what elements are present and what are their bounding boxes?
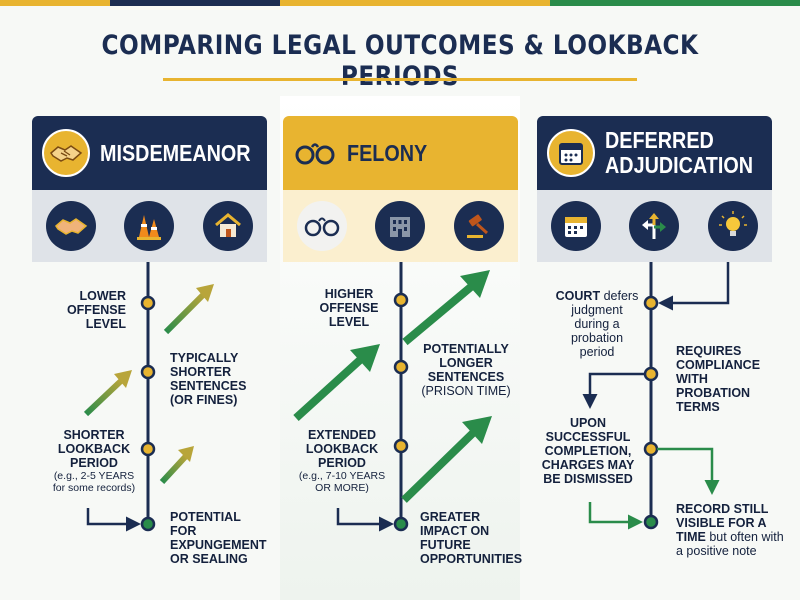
misdemeanor-step-4: POTENTIAL FOR EXPUNGEMENT OR SEALING xyxy=(170,510,267,566)
misdemeanor-step-1: LOWER OFFENSE LEVEL xyxy=(66,289,126,331)
misdemeanor-step-3-title: SHORTER LOOKBACK PERIOD xyxy=(57,428,131,470)
felony-step-2-title: POTENTIALLY LONGER SENTENCES xyxy=(423,342,509,384)
felony-step-1: HIGHER OFFENSE LEVEL xyxy=(319,287,379,329)
misdemeanor-icon-row xyxy=(32,190,267,262)
felony-up-arrow-1 xyxy=(402,270,490,346)
deferred-dot-4 xyxy=(643,514,659,530)
deferred-heading: DEFERRED ADJUDICATION xyxy=(605,128,753,178)
deferred-dot-2 xyxy=(643,366,659,382)
deferred-step-4-detail: but often with a positive note xyxy=(676,530,784,558)
deferred-step-1-detail: defers judgment during a probation perio… xyxy=(570,289,639,359)
handcuffs-badge-icon xyxy=(293,131,337,175)
misdemeanor-step-3: SHORTER LOOKBACK PERIOD (e.g., 2-5 YEARS… xyxy=(48,428,140,494)
deferred-step-4: RECORD STILL VISIBLE FOR A TIME but ofte… xyxy=(676,502,786,558)
felony-icon-row xyxy=(283,190,518,262)
misdemeanor-dot-4 xyxy=(140,516,156,532)
felony-step-3-detail: (e.g., 7-10 YEARS OR MORE) xyxy=(298,470,386,494)
felony-dot-3 xyxy=(393,438,409,454)
deferred-left-branch xyxy=(582,372,645,409)
lightbulb-icon xyxy=(707,201,758,251)
felony-dot-2 xyxy=(393,359,409,375)
deferred-icon-row xyxy=(537,190,772,262)
gavel-icon xyxy=(453,201,504,251)
calendar-badge-icon xyxy=(547,129,595,177)
felony-step-3-title: EXTENDED LOOKBACK PERIOD xyxy=(305,428,379,470)
handshake-icon xyxy=(46,201,97,251)
deferred-header: DEFERRED ADJUDICATION xyxy=(537,116,772,190)
felony-step-4: GREATER IMPACT ON FUTURE OPPORTUNITIES xyxy=(420,510,523,566)
misdemeanor-heading: MISDEMEANOR xyxy=(100,139,251,166)
house-icon xyxy=(202,201,253,251)
handcuffs-icon xyxy=(297,201,348,251)
deferred-heading-line1: DEFERRED xyxy=(605,127,714,153)
misdemeanor-connector xyxy=(86,508,141,532)
felony-dot-1 xyxy=(393,292,409,308)
misdemeanor-step-3-detail: (e.g., 2-5 YEARS for some records) xyxy=(52,470,136,494)
felony-header: FELONY xyxy=(283,116,518,190)
misdemeanor-dot-2 xyxy=(140,364,156,380)
calendar-icon xyxy=(551,201,602,251)
handshake-badge-icon xyxy=(42,129,90,177)
deferred-top-connector xyxy=(658,262,730,311)
deferred-step-2: REQUIRES COMPLIANCE WITH PROBATION TERMS xyxy=(676,344,761,414)
felony-step-2-detail: (PRISON TIME) xyxy=(421,384,511,398)
felony-connector xyxy=(336,508,394,532)
misdemeanor-step-2: TYPICALLY SHORTER SENTENCES (OR FINES) xyxy=(170,351,247,407)
deferred-step-3: UPON SUCCESSFUL COMPLETION, CHARGES MAY … xyxy=(541,416,635,486)
misdemeanor-up-arrow-2 xyxy=(83,370,132,417)
deferred-dot-1 xyxy=(643,295,659,311)
misdemeanor-header: MISDEMEANOR xyxy=(32,116,267,190)
deferred-dot-3 xyxy=(643,441,659,457)
felony-heading: FELONY xyxy=(347,139,428,166)
misdemeanor-dot-3 xyxy=(140,441,156,457)
felony-step-3: EXTENDED LOOKBACK PERIOD (e.g., 7-10 YEA… xyxy=(296,428,388,494)
misdemeanor-dot-1 xyxy=(140,295,156,311)
split-arrow-icon xyxy=(629,201,680,251)
prison-building-icon xyxy=(375,201,426,251)
deferred-step-4-title: RECORD STILL VISIBLE FOR A TIME xyxy=(676,502,769,544)
deferred-right-branch xyxy=(657,447,720,495)
page-title: COMPARING LEGAL OUTCOMES & LOOKBACK PERI… xyxy=(101,30,699,92)
title-underline xyxy=(163,78,637,81)
felony-step-2: POTENTIALLY LONGER SENTENCES (PRISON TIM… xyxy=(420,342,512,398)
deferred-step-1-court: COURT xyxy=(555,289,601,303)
felony-up-arrow-2 xyxy=(293,344,380,421)
top-stripe xyxy=(0,0,800,6)
traffic-cones-icon xyxy=(124,201,175,251)
felony-dot-4 xyxy=(393,516,409,532)
misdemeanor-up-arrow-1 xyxy=(163,284,214,335)
deferred-heading-line2: ADJUDICATION xyxy=(605,152,753,178)
deferred-step-1: COURT defers judgment during a probation… xyxy=(555,289,639,359)
deferred-bottom-connector xyxy=(588,502,643,530)
felony-up-arrow-3 xyxy=(401,416,492,503)
misdemeanor-up-arrow-3 xyxy=(159,446,194,485)
